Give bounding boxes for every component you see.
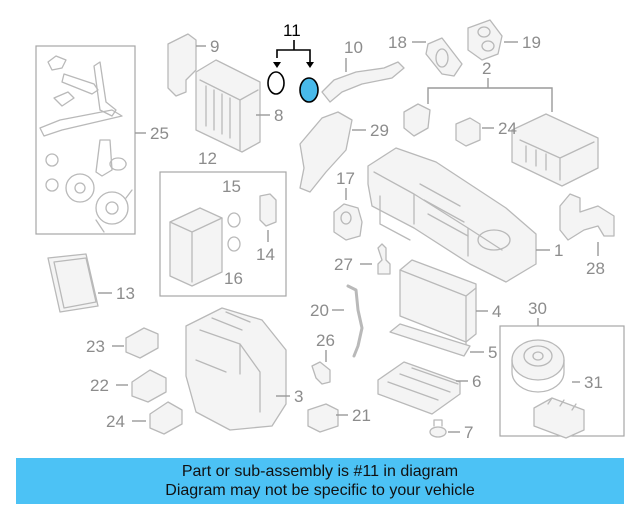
part-18-gasket: [425, 37, 463, 77]
part-25-linkage-group: [35, 45, 136, 235]
callout-27: 27: [334, 255, 353, 274]
part-13-cabin-filter: [47, 253, 99, 313]
part-3-lower-case: [185, 307, 287, 431]
callout-11: 11: [283, 21, 301, 40]
callout-7: 7: [464, 423, 473, 442]
part-29-bracket: [299, 111, 353, 193]
callout-13: 13: [116, 284, 135, 303]
callout-20: 20: [310, 301, 329, 320]
part-27-sensor: [377, 243, 391, 275]
part-24-actuator-upper: [455, 117, 481, 147]
part-11-o-ring-left: [267, 71, 285, 95]
part-23-actuator: [125, 327, 159, 359]
part-7-grommet: [429, 419, 447, 438]
callout-24b: 24: [106, 412, 125, 431]
parts-diagram: 25 9 8 11 10 18 19 2: [35, 19, 625, 442]
callout-6: 6: [472, 372, 481, 391]
callout-4: 4: [492, 302, 501, 321]
callout-9: 9: [210, 37, 219, 56]
callout-30: 30: [528, 299, 547, 318]
part-8-heater-core: [195, 59, 261, 153]
callout-14: 14: [256, 245, 275, 264]
part-12-group-box: [159, 171, 287, 297]
part-4-panel: [399, 259, 477, 347]
part-15-o-ring: [227, 212, 241, 228]
part-20-hose: [346, 284, 364, 358]
callout-3: 3: [294, 387, 303, 406]
callout-19: 19: [522, 33, 541, 52]
part-10-pipe: [321, 61, 405, 103]
part-17-actuator: [333, 203, 363, 241]
callout-1: 1: [554, 241, 563, 260]
part-2-leader-bracket: [427, 78, 553, 112]
callout-22: 22: [90, 376, 109, 395]
part-11-o-ring-highlighted: [299, 77, 319, 103]
callout-8: 8: [274, 106, 283, 125]
part-19-seal: [467, 19, 503, 61]
callout-17: 17: [336, 169, 355, 188]
part-6-tray: [377, 361, 461, 415]
callout-15: 15: [222, 177, 241, 196]
part-28-duct: [559, 193, 615, 241]
part-12-evaporator: [169, 207, 223, 287]
callout-10: 10: [344, 38, 363, 57]
part-2-case-right: [511, 113, 599, 187]
callout-26: 26: [316, 331, 335, 350]
part-11-highlight-bracket: [273, 40, 314, 68]
callout-21: 21: [352, 406, 371, 425]
callout-24a: 24: [498, 119, 517, 138]
callout-5: 5: [488, 343, 497, 362]
part-30-blower-motor: [511, 339, 565, 393]
part-5-seal: [389, 323, 471, 357]
part-22-actuator: [131, 369, 167, 403]
callout-18: 18: [388, 33, 407, 52]
part-14-expansion-valve: [259, 193, 277, 227]
callout-28: 28: [586, 259, 605, 278]
info-banner: Part or sub-assembly is #11 in diagram D…: [16, 458, 624, 504]
callout-25: 25: [150, 124, 169, 143]
callout-2: 2: [482, 59, 491, 78]
banner-line-2: Diagram may not be specific to your vehi…: [165, 482, 475, 499]
part-26-sensor: [311, 361, 331, 385]
callout-31: 31: [584, 373, 603, 392]
callout-12: 12: [198, 149, 217, 168]
banner-line-1: Part or sub-assembly is #11 in diagram: [181, 463, 459, 480]
part-31-resistor: [533, 397, 585, 439]
part-21-module: [307, 403, 339, 433]
part-9: [167, 33, 197, 97]
callout-29: 29: [370, 121, 389, 140]
callout-16: 16: [224, 269, 243, 288]
callout-23: 23: [86, 337, 105, 356]
part-24-actuator-lower: [149, 401, 183, 435]
part-1-hvac-case: [367, 147, 537, 283]
part-2-flap-small: [403, 103, 431, 137]
part-16-o-ring: [227, 236, 241, 252]
